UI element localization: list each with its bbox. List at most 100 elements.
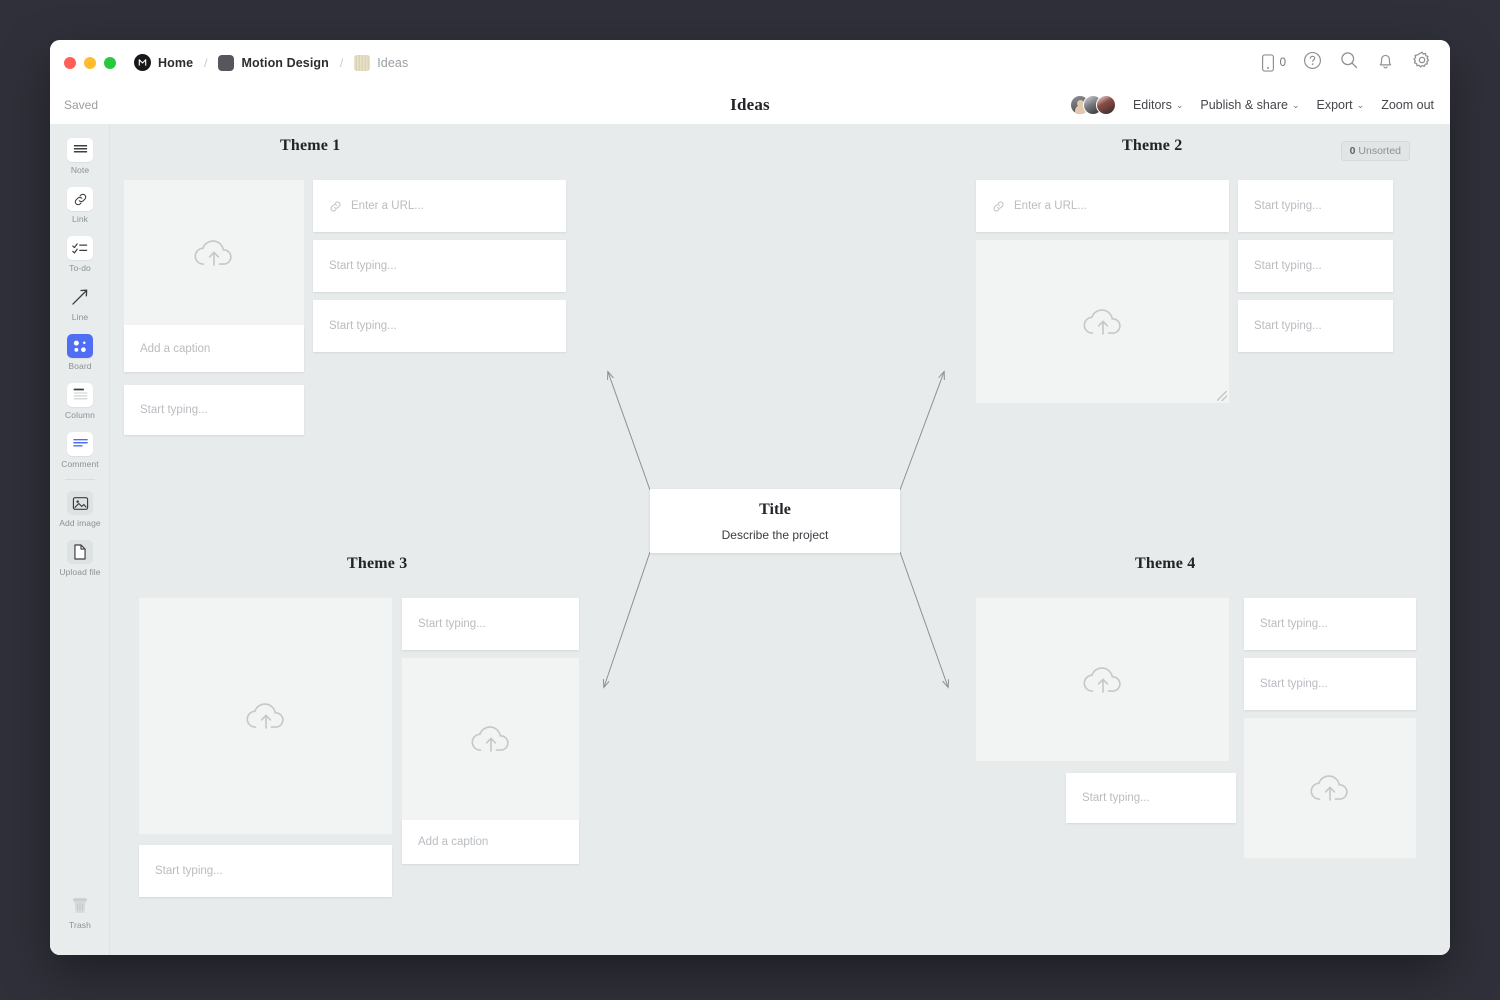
theme3-image-placeholder-2[interactable]	[402, 658, 579, 820]
theme3-image-caption-card[interactable]: Add a caption	[402, 820, 579, 864]
avatar	[1095, 95, 1116, 115]
toolbar-divider	[64, 479, 95, 480]
notifications-button[interactable]	[1376, 51, 1395, 75]
link-icon	[330, 201, 341, 211]
link-icon	[67, 187, 93, 211]
breadcrumb-item-ideas[interactable]: Ideas	[354, 54, 409, 71]
theme1-link-placeholder: Enter a URL...	[313, 180, 566, 232]
theme3-caption-placeholder: Add a caption	[418, 836, 489, 848]
page-title: Ideas	[730, 95, 770, 114]
settings-button[interactable]	[1412, 50, 1432, 75]
mobile-preview-icon	[1261, 53, 1274, 72]
theme1-link-placeholder-text: Enter a URL...	[351, 200, 424, 212]
tool-label-column: Column	[65, 410, 95, 420]
theme-title-4: Theme 4	[1135, 555, 1196, 572]
close-window-button[interactable]	[64, 56, 76, 69]
theme4-note-card-1[interactable]: Start typing...	[1244, 598, 1416, 650]
theme3-note-card-1[interactable]: Start typing...	[139, 845, 392, 897]
mobile-preview-button[interactable]: 0	[1261, 53, 1286, 72]
theme4-image-placeholder-2[interactable]	[1244, 718, 1416, 858]
export-label: Export	[1316, 98, 1353, 112]
theme1-note-card-2[interactable]: Start typing...	[313, 240, 566, 292]
unsorted-badge[interactable]: 0 Unsorted	[1340, 141, 1410, 161]
todo-icon	[67, 236, 93, 260]
theme1-note-card-1[interactable]: Start typing...	[124, 385, 304, 435]
board-canvas[interactable]: 0 Unsorted Theme 1 Add a caption Start t…	[110, 125, 1450, 955]
breadcrumb-label-home: Home	[158, 55, 194, 70]
help-button[interactable]	[1303, 51, 1322, 75]
title-bar: Home / Motion Design / Ideas 0	[50, 40, 1450, 85]
cloud-upload-icon	[246, 703, 284, 729]
maximize-window-button[interactable]	[104, 56, 116, 69]
tool-comment[interactable]: Comment	[50, 427, 110, 472]
editors-button[interactable]: Editors ⌄	[1133, 98, 1183, 112]
cloud-upload-icon	[1083, 308, 1121, 335]
theme2-note-card-1[interactable]: Start typing...	[1238, 180, 1393, 232]
gear-icon	[1413, 51, 1430, 68]
note-icon	[67, 138, 93, 162]
theme1-note-card-3[interactable]: Start typing...	[313, 300, 566, 352]
publish-share-button[interactable]: Publish & share ⌄	[1200, 98, 1299, 112]
tool-line[interactable]: Line	[50, 280, 110, 325]
theme3-image-placeholder[interactable]	[139, 598, 392, 834]
zoom-out-button[interactable]: Zoom out	[1381, 98, 1434, 112]
zoom-out-label: Zoom out	[1381, 98, 1434, 112]
tool-upload-file[interactable]: Upload file	[50, 535, 110, 580]
app-window: Home / Motion Design / Ideas 0	[50, 40, 1450, 955]
theme3-note-card-2[interactable]: Start typing...	[402, 598, 579, 650]
tool-label-link: Link	[72, 214, 88, 224]
tool-label-comment: Comment	[61, 459, 99, 469]
breadcrumb-label-ideas: Ideas	[377, 55, 409, 70]
breadcrumb-item-home[interactable]: Home	[134, 54, 193, 71]
breadcrumb-item-motion-design[interactable]: Motion Design	[218, 54, 329, 71]
theme1-link-card[interactable]: Enter a URL...	[313, 180, 566, 232]
upload-file-icon	[67, 540, 93, 564]
theme1-image-placeholder[interactable]	[124, 180, 304, 325]
center-title-node[interactable]: Title Describe the project	[650, 489, 900, 553]
theme2-link-placeholder: Enter a URL...	[976, 180, 1229, 232]
theme4-note-card-2[interactable]: Start typing...	[1244, 658, 1416, 710]
theme4-note-placeholder-1: Start typing...	[1260, 618, 1328, 630]
theme2-link-card[interactable]: Enter a URL...	[976, 180, 1229, 232]
trash-icon	[67, 893, 93, 917]
theme1-note-placeholder-3: Start typing...	[329, 320, 397, 332]
export-button[interactable]: Export ⌄	[1317, 98, 1365, 112]
chevron-down-icon: ⌄	[1175, 99, 1184, 110]
search-button[interactable]	[1339, 50, 1359, 75]
minimize-window-button[interactable]	[84, 56, 96, 69]
milanote-logo-icon	[134, 54, 151, 71]
tool-column[interactable]: Column	[50, 378, 110, 423]
theme2-note-card-2[interactable]: Start typing...	[1238, 240, 1393, 292]
tool-note[interactable]: Note	[50, 133, 110, 178]
tool-todo[interactable]: To-do	[50, 231, 110, 276]
theme2-image-placeholder[interactable]	[976, 240, 1229, 403]
theme-title-1: Theme 1	[280, 137, 341, 154]
tool-board[interactable]: Board	[50, 329, 110, 374]
tool-link[interactable]: Link	[50, 182, 110, 227]
theme2-note-card-3[interactable]: Start typing...	[1238, 300, 1393, 352]
tool-label-board: Board	[68, 361, 92, 371]
arrow-to-theme-1	[608, 372, 651, 491]
theme2-note-placeholder-2: Start typing...	[1254, 260, 1322, 272]
breadcrumb-separator-1: /	[204, 55, 208, 70]
theme2-note-placeholder-3: Start typing...	[1254, 320, 1322, 332]
theme4-note-card-3[interactable]: Start typing...	[1066, 773, 1236, 823]
theme4-note-placeholder-3: Start typing...	[1082, 792, 1150, 804]
tool-add-image[interactable]: Add image	[50, 486, 110, 531]
tool-trash[interactable]: Trash	[50, 888, 110, 933]
theme1-image-caption-card[interactable]: Add a caption	[124, 325, 304, 372]
theme4-image-placeholder[interactable]	[976, 598, 1229, 761]
theme1-note-placeholder-1: Start typing...	[140, 404, 208, 416]
theme2-note-placeholder-1: Start typing...	[1254, 200, 1322, 212]
tool-label-upload-file: Upload file	[59, 567, 101, 577]
editor-avatars[interactable]	[1069, 95, 1116, 115]
resize-handle[interactable]	[1217, 391, 1227, 401]
column-icon	[67, 383, 93, 407]
breadcrumb: Home / Motion Design / Ideas	[134, 54, 408, 71]
help-icon	[1303, 51, 1322, 69]
theme-title-2: Theme 2	[1122, 137, 1183, 154]
theme4-note-placeholder-2: Start typing...	[1260, 678, 1328, 690]
sub-header-actions: Editors ⌄ Publish & share ⌄ Export ⌄ Zoo…	[1069, 85, 1434, 125]
theme3-note-placeholder-1: Start typing...	[155, 865, 223, 877]
titlebar-actions: 0	[1261, 40, 1432, 85]
